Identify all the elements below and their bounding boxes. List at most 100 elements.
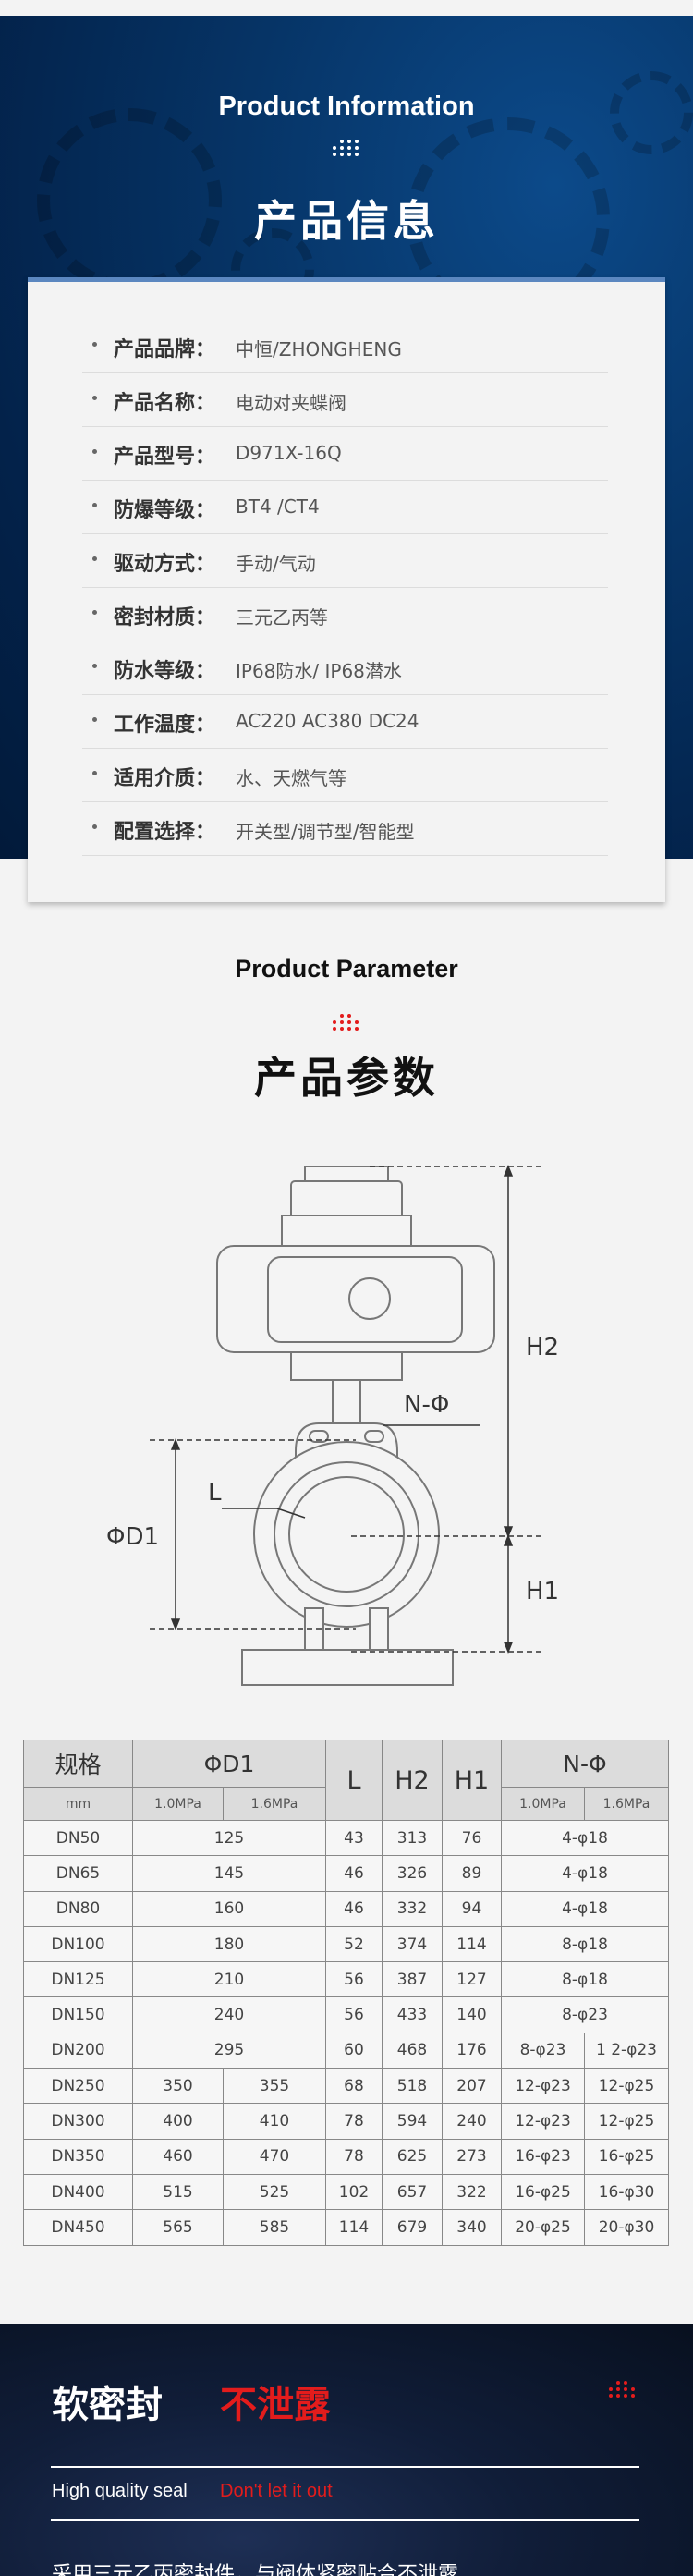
cell-n10: 16-φ25 <box>501 2173 585 2211</box>
info-value: IP68防水/ IP68潜水 <box>236 660 402 682</box>
dimension-table: 规格 ΦD1 L H2 H1 N-Φ mm 1.0MPa 1.6MPa 1.0M… <box>23 1740 669 2246</box>
cell-h2: 326 <box>382 1855 443 1892</box>
info-label: 工作温度： <box>114 714 216 737</box>
cell-h2: 374 <box>382 1925 443 1963</box>
cell-n10: 8-φ23 <box>501 2032 585 2069</box>
cell-d1: 210 <box>132 1961 326 1998</box>
product-info-card: 产品品牌： 中恒/ZHONGHENG 产品名称： 电动对夹蝶阀 产品型号： D9… <box>28 277 665 902</box>
cell-d10: 460 <box>132 2138 224 2175</box>
header-d1-10: 1.0MPa <box>132 1787 224 1821</box>
cell-n16: 16-φ30 <box>584 2173 669 2211</box>
dots-divider-icon <box>333 140 359 156</box>
cell-h2: 313 <box>382 1819 443 1857</box>
cell-h1: 340 <box>442 2209 502 2246</box>
header-h2: H2 <box>382 1740 443 1821</box>
info-label: 配置选择： <box>114 821 216 844</box>
info-row: 产品名称： 电动对夹蝶阀 <box>82 373 608 427</box>
header-spec: 规格 <box>23 1740 133 1788</box>
cell-n16: 12-φ25 <box>584 2103 669 2140</box>
cell-h1: 89 <box>442 1855 502 1892</box>
info-row: 密封材质： 三元乙丙等 <box>82 588 608 641</box>
cell-d16: 525 <box>223 2173 326 2211</box>
cell-n16: 16-φ25 <box>584 2138 669 2175</box>
header-n-10: 1.0MPa <box>501 1787 585 1821</box>
cell-l: 60 <box>325 2032 383 2069</box>
cell-h1: 240 <box>442 2103 502 2140</box>
cell-dn: DN300 <box>23 2103 133 2140</box>
param-title-en: Product Parameter <box>235 955 458 983</box>
cell-d10: 350 <box>132 2068 224 2105</box>
info-row: 适用介质： 水、天燃气等 <box>82 749 608 802</box>
cell-d16: 355 <box>223 2068 326 2105</box>
info-label: 产品品牌： <box>114 338 216 361</box>
h2-label: H2 <box>526 1334 560 1361</box>
bullet-icon <box>92 449 97 454</box>
cell-n16: 12-φ25 <box>584 2068 669 2105</box>
cell-l: 78 <box>325 2138 383 2175</box>
bullet-icon <box>92 556 97 561</box>
cell-l: 102 <box>325 2173 383 2211</box>
info-label: 防水等级： <box>114 660 216 683</box>
info-value: AC220 AC380 DC24 <box>236 710 419 732</box>
info-title-en: Product Information <box>218 92 475 121</box>
header-n-16: 1.6MPa <box>584 1787 669 1821</box>
cell-n: 4-φ18 <box>501 1855 669 1892</box>
cell-n10: 12-φ23 <box>501 2103 585 2140</box>
cell-n10: 16-φ23 <box>501 2138 585 2175</box>
cell-d1: 125 <box>132 1819 326 1857</box>
cell-l: 68 <box>325 2068 383 2105</box>
cell-d16: 410 <box>223 2103 326 2140</box>
cell-n: 4-φ18 <box>501 1819 669 1857</box>
info-label: 产品名称： <box>114 392 216 415</box>
cell-dn: DN150 <box>23 1996 133 2033</box>
info-label: 产品型号： <box>114 446 216 469</box>
bullet-icon <box>92 503 97 507</box>
cell-d10: 400 <box>132 2103 224 2140</box>
info-value: 手动/气动 <box>236 553 316 575</box>
l-label: L <box>208 1479 222 1507</box>
info-row: 产品型号： D971X-16Q <box>82 427 608 481</box>
cell-n: 4-φ18 <box>501 1890 669 1927</box>
info-value: D971X-16Q <box>236 442 342 464</box>
cell-n10: 20-φ25 <box>501 2209 585 2246</box>
cell-dn: DN65 <box>23 1855 133 1892</box>
bullet-icon <box>92 610 97 615</box>
seal-description: 采用三元乙丙密封件，与阀体紧密贴合不泄露 <box>52 2563 459 2576</box>
cell-d16: 470 <box>223 2138 326 2175</box>
cell-n: 8-φ18 <box>501 1961 669 1998</box>
header-d1-16: 1.6MPa <box>223 1787 326 1821</box>
cell-h2: 679 <box>382 2209 443 2246</box>
header-d1: ΦD1 <box>132 1740 326 1788</box>
h1-label: H1 <box>526 1578 560 1605</box>
divider-bottom <box>51 2519 639 2521</box>
seal-title-white: 软密封 <box>52 2384 163 2426</box>
cell-dn: DN450 <box>23 2209 133 2246</box>
cell-h2: 433 <box>382 1996 443 2033</box>
cell-h1: 207 <box>442 2068 502 2105</box>
cell-n10: 12-φ23 <box>501 2068 585 2105</box>
cell-l: 114 <box>325 2209 383 2246</box>
cell-dn: DN100 <box>23 1925 133 1963</box>
info-label: 适用介质： <box>114 767 216 790</box>
info-value: 开关型/调节型/智能型 <box>236 821 415 843</box>
cell-dn: DN50 <box>23 1819 133 1857</box>
cell-l: 78 <box>325 2103 383 2140</box>
cell-h1: 76 <box>442 1819 502 1857</box>
cell-n: 8-φ23 <box>501 1996 669 2033</box>
info-title-cn: 产品信息 <box>254 196 439 246</box>
cell-d1: 295 <box>132 2032 326 2069</box>
info-row: 工作温度： AC220 AC380 DC24 <box>82 695 608 749</box>
cell-d1: 180 <box>132 1925 326 1963</box>
info-row: 防水等级： IP68防水/ IP68潜水 <box>82 641 608 695</box>
cell-d1: 145 <box>132 1855 326 1892</box>
butterfly-valve-drawing <box>150 1164 541 1686</box>
info-value: 水、天燃气等 <box>236 767 346 789</box>
cell-d10: 565 <box>132 2209 224 2246</box>
